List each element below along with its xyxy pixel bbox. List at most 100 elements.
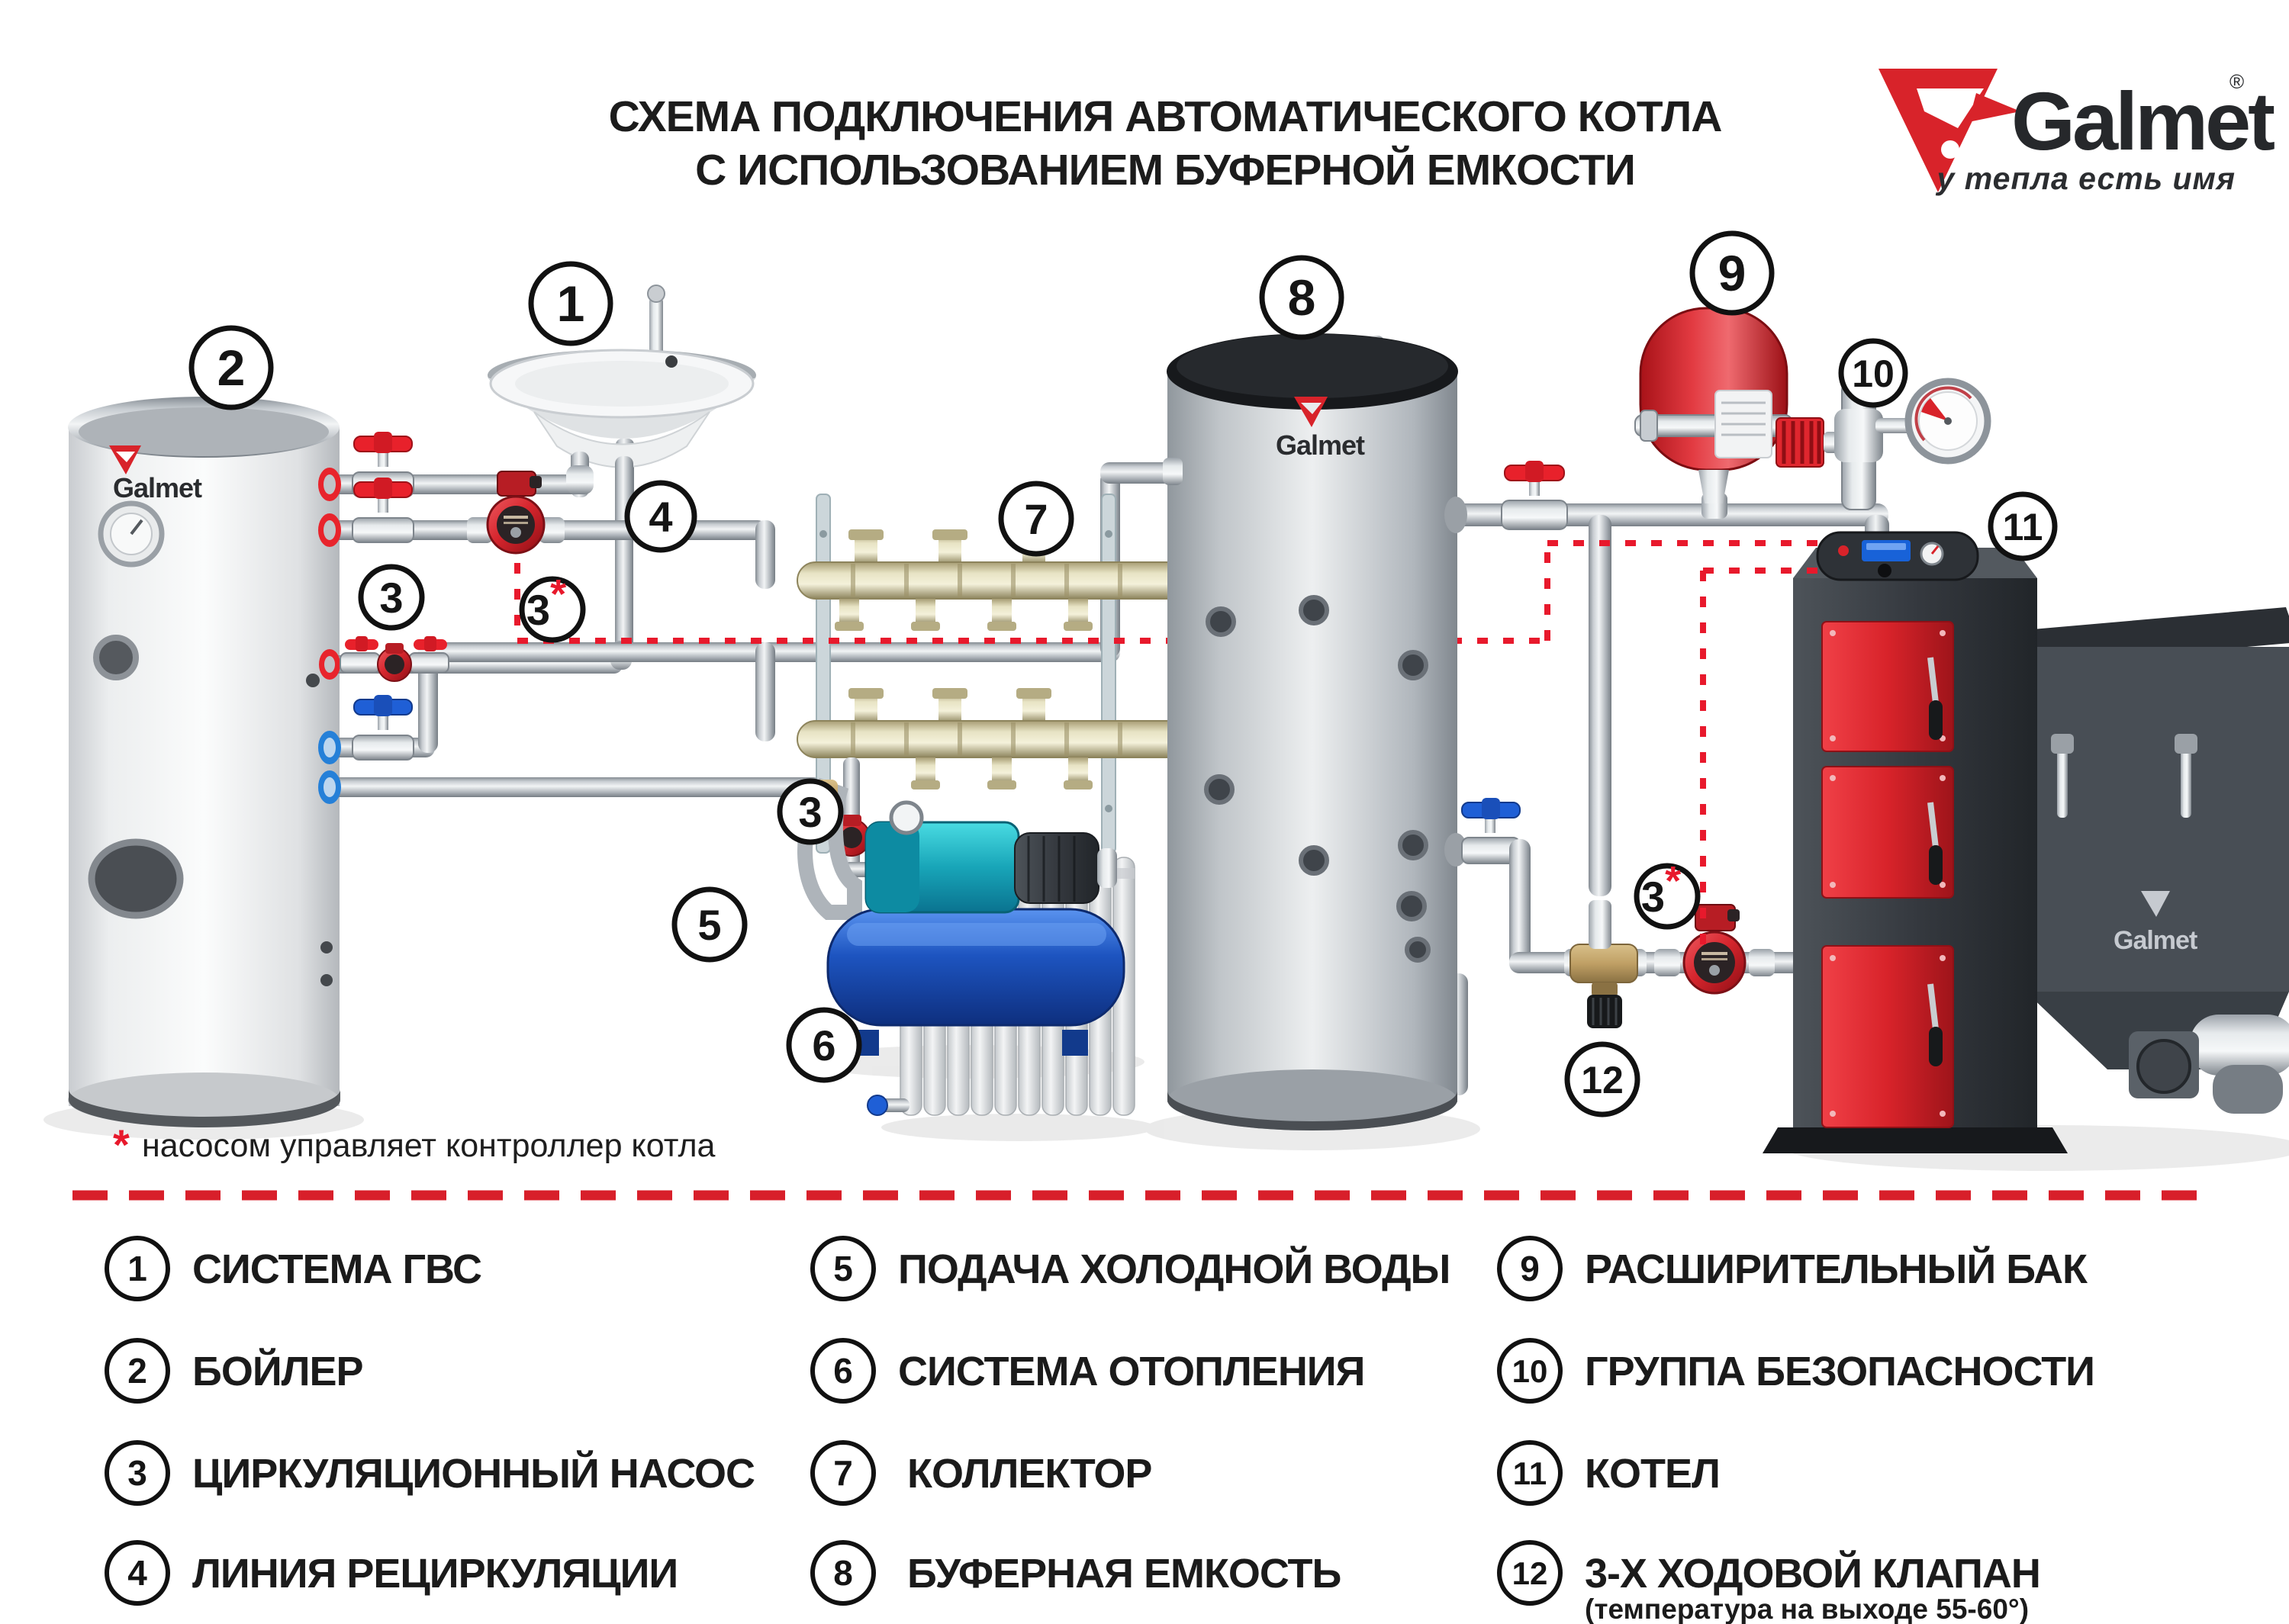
svg-text:7: 7 [833, 1453, 853, 1493]
footnote: * насосом управляет контроллер котла [113, 1121, 716, 1169]
callout-3-star-boiler [1634, 863, 1701, 930]
svg-text:11: 11 [2003, 506, 2043, 548]
sink [488, 285, 756, 507]
callout-3-dhw [358, 564, 425, 631]
logo-tagline: у тепла есть имя [1936, 161, 2236, 196]
callout-8 [1259, 255, 1344, 340]
svg-text:1: 1 [127, 1249, 147, 1288]
buffer-tank-brand: Galmet [1276, 397, 1366, 461]
callout-6 [786, 1007, 862, 1083]
svg-text:10: 10 [1852, 352, 1895, 395]
legend-item-8: 8 БУФЕРНАЯ ЕМКОСТЬ [810, 1540, 1341, 1606]
legend-item-4: 4 ЛИНИЯ РЕЦИРКУЛЯЦИИ [105, 1540, 678, 1606]
safety-group [1776, 345, 1991, 510]
svg-text:Galmet: Galmet [2114, 926, 2197, 955]
legend-item-3: 3 ЦИРКУЛЯЦИОННЫЙ НАСОС [105, 1440, 755, 1506]
svg-text:12: 12 [1581, 1059, 1624, 1101]
galmet-logo: Galmet ® у тепла есть имя [1879, 69, 2278, 196]
svg-text:9: 9 [1520, 1249, 1540, 1288]
legend-item-2: 2 БОЙЛЕР [105, 1338, 364, 1404]
svg-text:БОЙЛЕР: БОЙЛЕР [192, 1348, 363, 1394]
callout-3-star-dhw [519, 576, 586, 643]
ball-valve-red-icon [1501, 461, 1568, 530]
buffer-tank: Galmet [1163, 333, 1458, 1130]
svg-text:КОЛЛЕКТОР: КОЛЛЕКТОР [907, 1451, 1151, 1497]
svg-text:9: 9 [1718, 245, 1747, 301]
svg-text:Galmet: Galmet [113, 472, 202, 503]
svg-text:11: 11 [1513, 1455, 1547, 1491]
svg-text:(температура на выходе 55-60°): (температура на выходе 55-60°) [1585, 1593, 2029, 1624]
boiler-tank-brand: Galmet [109, 445, 203, 503]
callout-4 [624, 480, 697, 553]
legend-item-9: 9 РАСШИРИТЕЛЬНЫЙ БАК [1497, 1236, 2089, 1301]
svg-text:3: 3 [127, 1453, 147, 1493]
cold-water-pump-station [797, 777, 1125, 1056]
title-line-1: СХЕМА ПОДКЛЮЧЕНИЯ АВТОМАТИЧЕСКОГО КОТЛА [609, 92, 1722, 141]
legend-item-5: 5 ПОДАЧА ХОЛОДНОЙ ВОДЫ [810, 1236, 1450, 1301]
svg-text:5: 5 [833, 1249, 853, 1288]
svg-text:6: 6 [833, 1351, 853, 1391]
callouts [188, 230, 2058, 1118]
pressure-gauge-icon [1904, 378, 1991, 465]
callout-numbers: 1 2 3 3* 4 5 6 3 7 8 9 10 11 3* 12 [217, 245, 2043, 1101]
ball-valve-blue-icon [352, 695, 414, 761]
callout-11 [1988, 491, 2058, 561]
dhw-boiler-tank: Galmet [68, 397, 340, 1127]
callout-1 [528, 261, 613, 346]
footnote-text: насосом управляет контроллер котла [142, 1127, 716, 1164]
svg-text:3*: 3* [1641, 858, 1681, 921]
svg-text:ЦИРКУЛЯЦИОННЫЙ НАСОС: ЦИРКУЛЯЦИОННЫЙ НАСОС [192, 1450, 755, 1497]
svg-text:8: 8 [1288, 269, 1316, 326]
callout-2 [188, 325, 274, 410]
callout-5 [671, 886, 748, 963]
boiler-thermometer-icon [98, 500, 165, 568]
page-title: СХЕМА ПОДКЛЮЧЕНИЯ АВТОМАТИЧЕСКОГО КОТЛА … [609, 92, 1723, 195]
door-handle-icon [1927, 657, 1943, 1066]
svg-text:7: 7 [1024, 495, 1048, 543]
svg-text:ГРУППА БЕЗОПАСНОСТИ: ГРУППА БЕЗОПАСНОСТИ [1585, 1349, 2094, 1394]
svg-text:3: 3 [798, 788, 822, 836]
svg-text:12: 12 [1512, 1555, 1548, 1591]
svg-text:БУФЕРНАЯ ЕМКОСТЬ: БУФЕРНАЯ ЕМКОСТЬ [907, 1551, 1341, 1597]
svg-text:6: 6 [812, 1021, 835, 1069]
callout-9 [1689, 230, 1775, 316]
solid-fuel-boiler: Galmet [1763, 531, 2289, 1153]
legend: 1 СИСТЕМА ГВС 2 БОЙЛЕР 3 ЦИРКУЛЯЦИОННЫЙ … [105, 1236, 2095, 1624]
circulation-pump-icon [467, 471, 565, 555]
expansion-tank [1634, 290, 1793, 503]
control-line-right [1544, 540, 1817, 946]
ball-valve-red-icon [352, 478, 414, 543]
title-line-2: С ИСПОЛЬЗОВАНИЕМ БУФЕРНОЙ ЕМКОСТИ [695, 145, 1635, 195]
svg-text:3*: 3* [526, 571, 566, 634]
faucet-icon [649, 296, 663, 357]
svg-text:РАСШИРИТЕЛЬНЫЙ БАК: РАСШИРИТЕЛЬНЫЙ БАК [1585, 1246, 2088, 1292]
svg-text:ЛИНИЯ РЕЦИРКУЛЯЦИИ: ЛИНИЯ РЕЦИРКУЛЯЦИИ [192, 1551, 678, 1597]
svg-text:3-Х ХОДОВОЙ КЛАПАН: 3-Х ХОДОВОЙ КЛАПАН [1585, 1550, 2040, 1597]
logo-brand-text: Galmet [2011, 75, 2275, 167]
legend-item-12: 12 3-Х ХОДОВОЙ КЛАПАН (температура на вы… [1497, 1540, 2041, 1624]
callout-12 [1564, 1041, 1640, 1118]
legend-item-7: 7 КОЛЛЕКТОР [810, 1440, 1152, 1506]
legend-item-1: 1 СИСТЕМА ГВС [105, 1236, 482, 1301]
svg-text:СИСТЕМА ГВС: СИСТЕМА ГВС [192, 1246, 481, 1292]
callout-10 [1838, 338, 1908, 408]
svg-text:5: 5 [697, 901, 721, 949]
svg-text:СИСТЕМА ОТОПЛЕНИЯ: СИСТЕМА ОТОПЛЕНИЯ [898, 1349, 1364, 1394]
svg-text:4: 4 [649, 493, 672, 541]
svg-text:ПОДАЧА ХОЛОДНОЙ ВОДЫ: ПОДАЧА ХОЛОДНОЙ ВОДЫ [898, 1246, 1450, 1292]
hopper-brand: Galmet [2114, 891, 2198, 955]
svg-text:3: 3 [379, 574, 403, 622]
svg-text:1: 1 [557, 275, 585, 332]
recirculation-pump-icon [340, 636, 449, 682]
legend-item-10: 10 ГРУППА БЕЗОПАСНОСТИ [1497, 1338, 2095, 1404]
boiler-controller [1816, 531, 1979, 581]
svg-text:10: 10 [1512, 1353, 1548, 1389]
svg-text:4: 4 [127, 1553, 147, 1593]
svg-text:2: 2 [217, 339, 246, 396]
relief-valve-red-icon [1776, 417, 1842, 468]
svg-text:Galmet: Galmet [1276, 429, 1365, 461]
logo-registered-mark: ® [2229, 70, 2244, 93]
three-way-valve-icon [1564, 900, 1647, 1028]
